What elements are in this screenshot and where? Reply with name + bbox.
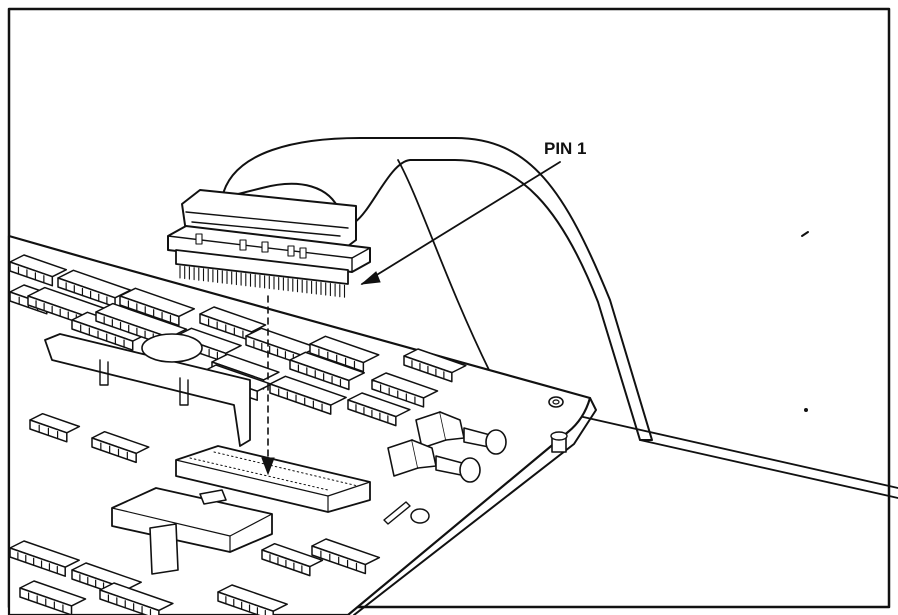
memory-socket-block <box>111 487 273 553</box>
insertion-arrow <box>261 295 275 476</box>
speck <box>804 408 808 412</box>
ic-chip <box>71 311 149 351</box>
ic-chip <box>309 335 380 373</box>
ic-chip <box>217 584 288 615</box>
ic-chip <box>347 392 411 427</box>
ic-chip <box>261 542 324 577</box>
ic-chip <box>99 582 174 615</box>
pin1-callout: PIN 1 <box>360 139 587 285</box>
ic-chip <box>119 287 196 327</box>
ic-chip <box>289 351 366 391</box>
ribbon-connector <box>167 189 371 298</box>
ic-chip <box>403 348 467 383</box>
ic-chip <box>29 412 81 443</box>
connector-pins <box>179 233 346 298</box>
ic-chip <box>9 540 80 577</box>
ic-chip <box>269 375 347 415</box>
target-socket <box>175 445 371 513</box>
toggle-switches <box>387 411 507 483</box>
ic-chip <box>371 372 439 408</box>
ic-chip <box>19 580 87 615</box>
pin1-label: PIN 1 <box>544 139 587 158</box>
speck <box>801 231 809 237</box>
small-components <box>149 489 430 575</box>
ic-chip <box>9 254 68 287</box>
card-edge-slot <box>44 333 251 447</box>
ic-chip <box>311 538 381 575</box>
ic-chip <box>91 430 150 464</box>
